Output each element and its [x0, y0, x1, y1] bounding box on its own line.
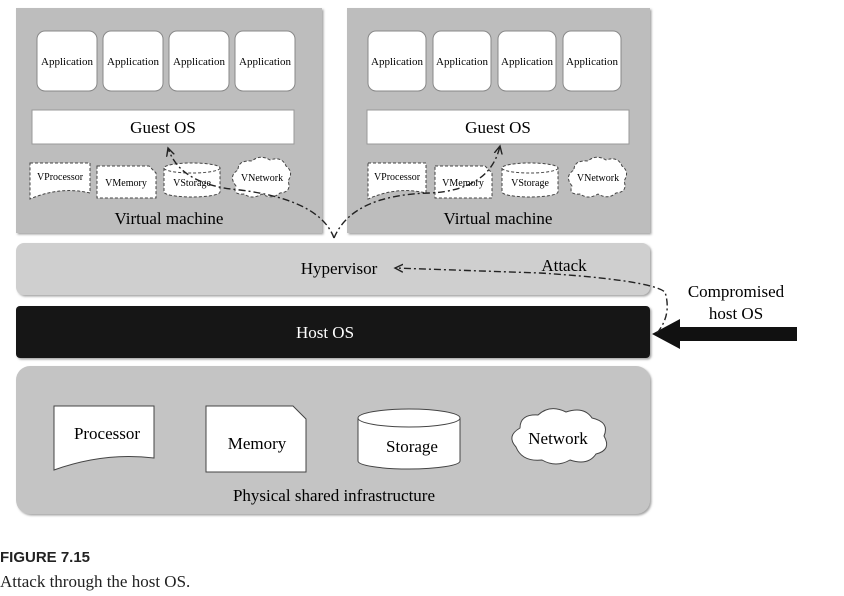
physical-storage: Storage	[357, 408, 461, 470]
figure-number: FIGURE 7.15	[0, 549, 91, 566]
attack-path-hostos-to-hypervisor	[395, 268, 668, 334]
vm-right-vstorage: VStorage	[501, 162, 559, 198]
vm-left-guest-os-box	[31, 109, 295, 145]
vm-left-vstorage: VStorage	[163, 162, 221, 198]
vm-left-application-3: Application	[168, 30, 230, 92]
vm-left-vnetwork-label: VNetwork	[241, 173, 283, 184]
vm-left-guest-os-label: Guest OS	[130, 118, 196, 137]
vm-left-vstorage-label: VStorage	[173, 178, 211, 189]
architecture-diagram: Application Application Application Appl…	[16, 8, 797, 514]
vm-left-application-3-label: Application	[173, 56, 225, 68]
vm-left-application-1: Application	[36, 30, 98, 92]
vm-left-application-2: Application	[102, 30, 164, 92]
hypervisor-label: Hypervisor	[301, 259, 378, 278]
vm-right-vmemory: VMemory	[434, 165, 493, 199]
figure-caption: Attack through the host OS.	[0, 572, 191, 591]
vm-left-vmemory: VMemory	[96, 165, 157, 199]
physical-memory: Memory	[205, 405, 307, 473]
vm-right-vnetwork-cloud: VNetwork	[568, 156, 628, 198]
vm-right-vmemory-label: VMemory	[442, 178, 484, 189]
attack-path-hypervisor-to-left-vm	[168, 148, 335, 239]
vm-right-vnetwork-label: VNetwork	[577, 173, 619, 184]
vm-left-vnetwork-cloud: VNetwork	[232, 156, 292, 198]
vm-right-application-3: Application	[497, 30, 557, 92]
vm-left-vmemory-label: VMemory	[105, 178, 147, 189]
physical-processor-label: Processor	[74, 424, 140, 443]
vm-right-application-2: Application	[432, 30, 492, 92]
host-os-layer	[16, 306, 650, 358]
vm-left-application-4: Application	[234, 30, 296, 92]
vm-left-application-1-label: Application	[41, 56, 93, 68]
vm-left-application-2-label: Application	[107, 56, 159, 68]
vm-right-vprocessor-label: VProcessor	[374, 172, 421, 183]
vm-right-application-1-label: Application	[371, 56, 423, 68]
hypervisor-layer	[16, 243, 650, 295]
physical-infrastructure-label: Physical shared infrastructure	[233, 486, 435, 505]
physical-memory-label: Memory	[228, 434, 287, 453]
vm-right-label: Virtual machine	[444, 209, 553, 228]
compromised-label-line2: host OS	[709, 304, 763, 323]
vm-right-application-2-label: Application	[436, 56, 488, 68]
compromised-arrow-icon	[652, 319, 797, 349]
vm-right-application-4-label: Application	[566, 56, 618, 68]
vm-right-application-3-label: Application	[501, 56, 553, 68]
attack-label: Attack	[541, 256, 587, 275]
physical-infrastructure-panel	[16, 366, 650, 514]
vm-left-label: Virtual machine	[115, 209, 224, 228]
physical-storage-label: Storage	[386, 437, 438, 456]
vm-right-vstorage-label: VStorage	[511, 178, 549, 189]
virtual-machine-left: Application Application Application Appl…	[16, 8, 322, 233]
vm-left-application-4-label: Application	[239, 56, 291, 68]
physical-processor: Processor	[53, 405, 155, 471]
vm-right-application-1: Application	[367, 30, 427, 92]
compromised-label-line1: Compromised	[688, 282, 785, 301]
vm-right-guest-os-label: Guest OS	[465, 118, 531, 137]
vm-right-application-4: Application	[562, 30, 622, 92]
virtual-machine-right: Application Application Application Appl…	[347, 8, 650, 233]
vm-right-guest-os-box	[366, 109, 630, 145]
host-os-label: Host OS	[296, 323, 354, 342]
attack-path-hypervisor-to-right-vm	[333, 146, 500, 239]
vm-left-vprocessor-label: VProcessor	[37, 172, 84, 183]
physical-network-label: Network	[528, 429, 588, 448]
vm-left-vprocessor: VProcessor	[29, 162, 91, 200]
physical-network-cloud: Network	[511, 408, 608, 465]
